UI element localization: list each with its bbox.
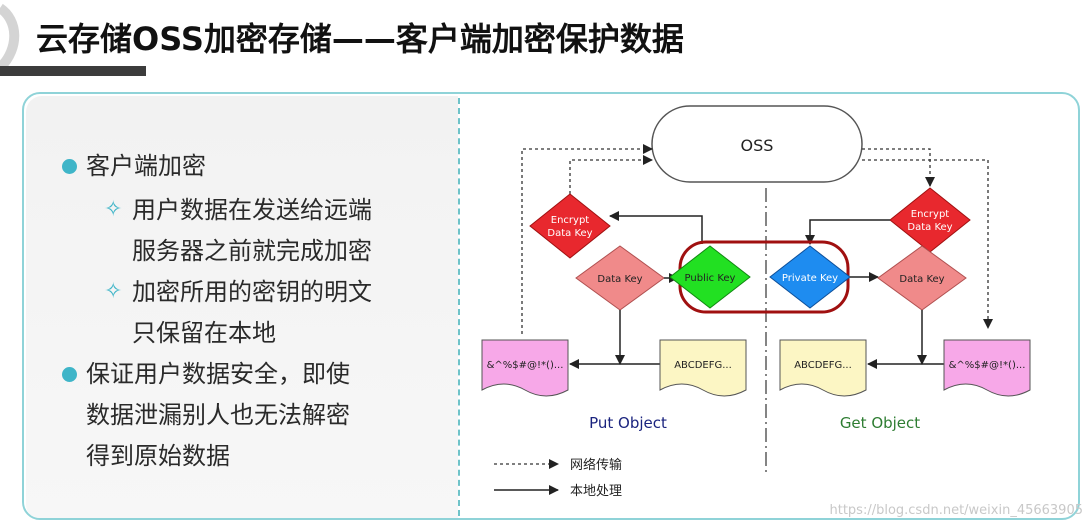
cipher-left-label: &^%$#@!*()... (487, 360, 564, 371)
plain-doc-right: ABCDEFG... (779, 339, 867, 397)
public-key-node: Public Key (669, 245, 751, 309)
sub-bullet-text-cont: 服务器之前就完成加密 (132, 237, 372, 265)
encrypt-data-key-left: Encrypt Data Key (529, 193, 611, 259)
data-key-right-label: Data Key (899, 274, 944, 285)
data-key-left: Data Key (575, 245, 665, 311)
legend: 网络传输 本地处理 (494, 457, 622, 499)
get-object-caption: Get Object (840, 414, 920, 432)
legend-local-label: 本地处理 (570, 484, 622, 499)
legend-network-label: 网络传输 (570, 457, 622, 473)
cipher-right-label: &^%$#@!*()... (949, 360, 1026, 371)
put-object-caption: Put Object (589, 414, 667, 432)
cipher-doc-right: &^%$#@!*()... (943, 339, 1031, 397)
encrypt-right-line2: Data Key (907, 222, 952, 233)
encrypt-left-line2: Data Key (547, 228, 592, 239)
plain-doc-left: ABCDEFG... (659, 339, 747, 397)
encrypt-left-line1: Encrypt (551, 215, 590, 226)
network-line-left-2 (569, 155, 653, 194)
bullet-dot-1 (62, 159, 77, 174)
encrypt-right-line1: Encrypt (911, 209, 950, 220)
encryption-flow-diagram: OSS Encrypt Data Key Encrypt Data Key Da… (481, 105, 1031, 499)
bullet-data-security-cont: 得到原始数据 (86, 442, 230, 470)
private-key-node: Private Key (769, 245, 851, 309)
watermark: https://blog.csdn.net/weixin_45663905 (829, 503, 1083, 518)
network-line-left (521, 144, 653, 334)
plain-left-label: ABCDEFG... (674, 360, 732, 371)
data-key-left-label: Data Key (597, 274, 642, 285)
sub-bullet-text-cont: 只保留在本地 (132, 319, 276, 347)
title-underline-bar (0, 66, 146, 76)
sub-bullet-text: 加密所用的密钥的明文 (132, 278, 372, 306)
sub-bullet-star-icon: ✧ (104, 279, 123, 304)
bullet-client-encryption: 客户端加密 (86, 152, 206, 180)
title-bar: 云存储OSS加密存储——客户端加密保护数据 (0, 0, 1091, 78)
sub-bullet-text: 用户数据在发送给远端 (132, 196, 372, 224)
oss-label: OSS (741, 136, 774, 155)
private-key-label: Private Key (782, 273, 838, 284)
encrypt-data-key-right: Encrypt Data Key (889, 187, 971, 253)
arrow-encrypt-to-private (805, 219, 890, 245)
bullet-data-security-cont: 数据泄漏别人也无法解密 (86, 401, 350, 429)
data-key-right: Data Key (877, 245, 967, 311)
cipher-doc-left: &^%$#@!*()... (481, 339, 569, 397)
arrow-public-to-encrypt (609, 211, 703, 244)
plain-right-label: ABCDEFG... (794, 360, 852, 371)
network-line-right-2 (862, 159, 993, 329)
sub-bullet-star-icon: ✧ (104, 197, 123, 222)
bullet-dot-2 (62, 367, 77, 382)
title-decoration-curve (0, 3, 20, 72)
content-panel: 客户端加密 ✧ 用户数据在发送给远端 服务器之前就完成加密 ✧ 加密所用的密钥的… (22, 92, 1080, 520)
oss-node: OSS (651, 105, 863, 183)
network-line-right (862, 148, 935, 187)
panel-divider (458, 98, 460, 516)
public-key-label: Public Key (685, 273, 736, 284)
bullet-data-security: 保证用户数据安全，即使 (86, 360, 350, 388)
bullet-pane: 客户端加密 ✧ 用户数据在发送给远端 服务器之前就完成加密 ✧ 加密所用的密钥的… (26, 96, 458, 518)
page-title: 云存储OSS加密存储——客户端加密保护数据 (36, 20, 684, 58)
